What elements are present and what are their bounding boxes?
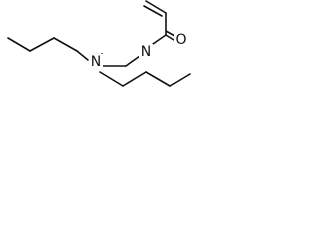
bond-methylene-3 [125, 55, 141, 67]
bond-left-butyl-1 [7, 37, 31, 52]
bond-right-butyl-1 [99, 71, 124, 87]
carbonyl-oxygen-label: O [175, 32, 186, 48]
bond-right-butyl-3 [145, 71, 171, 87]
bond-right-butyl-2 [122, 71, 147, 87]
amide-nitrogen-bg [139, 44, 153, 59]
bond-carbonyl-double-to-o [165, 30, 176, 37]
amine-nitrogen-label: N [91, 54, 101, 70]
chemical-structure: N N O [7, 0, 191, 87]
atom-labels: N N O [89, 32, 188, 70]
amide-nitrogen-label: N [141, 44, 151, 60]
bond-carbonyl-single-to-o [165, 34, 175, 41]
bond-right-butyl-4 [169, 73, 191, 87]
carbonyl-oxygen-bg [174, 32, 188, 47]
bond-vinyl-double [143, 5, 163, 17]
bond-left-butyl-4 [76, 50, 89, 61]
bond-vinyl-single [145, 0, 167, 14]
bond-amide-n-to-carbonyl [152, 34, 167, 45]
bond-left-butyl-2 [29, 37, 55, 52]
amine-nitrogen-bg [89, 54, 103, 69]
bonds [7, 0, 191, 87]
bond-left-butyl-3 [53, 37, 78, 52]
